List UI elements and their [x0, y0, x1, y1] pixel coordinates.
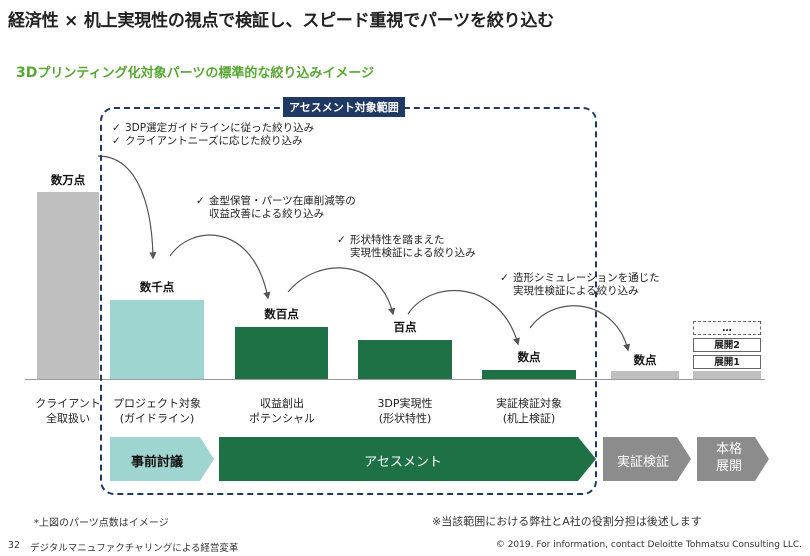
bullet-text: 形状特性を踏まえた	[350, 234, 445, 246]
phase-label-assessment: アセスメント	[364, 455, 442, 470]
bar-full-deploy	[693, 371, 761, 379]
bullet-text: クライアントニーズに応じた絞り込み	[125, 135, 303, 147]
arrow-feasibility-to-target	[407, 289, 520, 346]
category-line: (机上検証)	[502, 412, 556, 425]
bullets-shape: ✓ 形状特性を踏まえた 実現性検証による絞り込み	[337, 234, 476, 260]
check-icon: ✓	[112, 122, 121, 134]
check-icon: ✓	[196, 195, 205, 207]
arrow-revenue-to-feasibility	[287, 267, 396, 316]
value-label-project-target: 数千点	[139, 280, 175, 294]
note-role-sharing: ※当該範囲における弊社とA社の役割分担は後述します	[432, 515, 702, 528]
book-title: デジタルマニュファクチャリングによる経営変革	[30, 543, 239, 554]
category-revenue-potential: 収益創出 ポテンシャル	[230, 396, 334, 426]
category-line: ポテンシャル	[249, 412, 315, 425]
bar-verification	[611, 371, 679, 379]
stack-item-ellipsis: …	[693, 321, 761, 335]
subtitle-highlight: 3D	[16, 65, 38, 81]
value-label-3dp-feasibility: 百点	[393, 320, 417, 334]
phase-shape-assessment	[219, 437, 596, 481]
value-label-verification: 数点	[633, 353, 657, 367]
bullet-text: 収益改善による絞り込み	[209, 208, 325, 220]
phase-shape-pre-discussion	[110, 437, 214, 481]
category-project-target: プロジェクト対象 (ガイドライン)	[105, 396, 209, 426]
page-title: 経済性 × 机上実現性の視点で検証し、スピード重視でパーツを絞り込む	[8, 11, 554, 31]
check-icon: ✓	[500, 272, 509, 284]
bar-client-all	[37, 192, 99, 379]
value-label-client-all: 数万点	[50, 173, 86, 187]
category-line: 実証検証対象	[496, 397, 562, 410]
bullet-text: 3DP選定ガイドラインに従った絞り込み	[125, 122, 315, 134]
value-label-revenue-potential: 数百点	[264, 307, 299, 321]
stack-item-deploy2: 展開2	[693, 338, 761, 352]
check-icon: ✓	[337, 234, 346, 246]
phase-shape-verification	[603, 437, 691, 481]
bar-3dp-feasibility	[358, 340, 452, 379]
stack-item-deploy1: 展開1	[693, 355, 761, 369]
bullet-text: 実現性検証による絞り込み	[350, 247, 476, 259]
bar-revenue-potential	[235, 327, 328, 379]
diagram-subtitle: 3Dプリンティング化対象パーツの標準的な絞り込みイメージ	[16, 62, 374, 81]
page-number: 32	[8, 540, 21, 551]
category-line: (ガイドライン)	[119, 412, 195, 425]
arrow-target-to-verification	[529, 305, 631, 352]
category-line: 全取扱い	[46, 412, 90, 425]
phase-shape-full-deploy	[697, 437, 769, 481]
bullet-text: 実現性検証による絞り込み	[513, 285, 639, 297]
phase-label-pre-discussion: 事前討議	[130, 455, 183, 470]
assessment-scope-label: アセスメント対象範囲	[283, 97, 405, 117]
category-line: クライアント	[35, 397, 101, 410]
check-icon: ✓	[112, 135, 121, 147]
category-line: (形状特性)	[378, 412, 432, 425]
copyright: © 2019. For information, contact Deloitt…	[495, 540, 802, 550]
bullets-revenue: ✓ 金型保管・パーツ在庫削減等の 収益改善による絞り込み	[196, 195, 356, 221]
bullet-text: 金型保管・パーツ在庫削減等の	[209, 195, 356, 207]
phase-label-full-deploy: 本格 展開	[715, 442, 742, 474]
note-parts-count: *上図のパーツ点数はイメージ	[34, 518, 169, 529]
category-line: プロジェクト対象	[113, 397, 201, 410]
category-verification-target: 実証検証対象 (机上検証)	[477, 396, 581, 426]
subtitle-text: プリンティング化対象パーツの標準的な絞り込みイメージ	[37, 66, 375, 81]
arrow-project-to-revenue	[169, 234, 271, 300]
bar-project-target	[110, 300, 204, 379]
value-label-verification-target: 数点	[517, 350, 541, 364]
bullets-simulation: ✓ 造形シミュレーションを通じた 実現性検証による絞り込み	[500, 272, 660, 298]
category-client-all: クライアント 全取扱い	[22, 396, 114, 426]
bar-verification-target	[482, 370, 576, 379]
baseline	[25, 379, 765, 380]
arrow-client-to-project	[97, 155, 157, 260]
bullet-text: 造形シミュレーションを通じた	[513, 272, 660, 284]
bullets-guideline: ✓ 3DP選定ガイドラインに従った絞り込み ✓ クライアントニーズに応じた絞り込み	[112, 122, 314, 148]
category-line: 収益創出	[260, 397, 304, 410]
category-3dp-feasibility: 3DP実現性 (形状特性)	[353, 396, 457, 426]
category-line: 3DP実現性	[377, 397, 433, 410]
phase-label-verification: 実証検証	[616, 455, 669, 470]
